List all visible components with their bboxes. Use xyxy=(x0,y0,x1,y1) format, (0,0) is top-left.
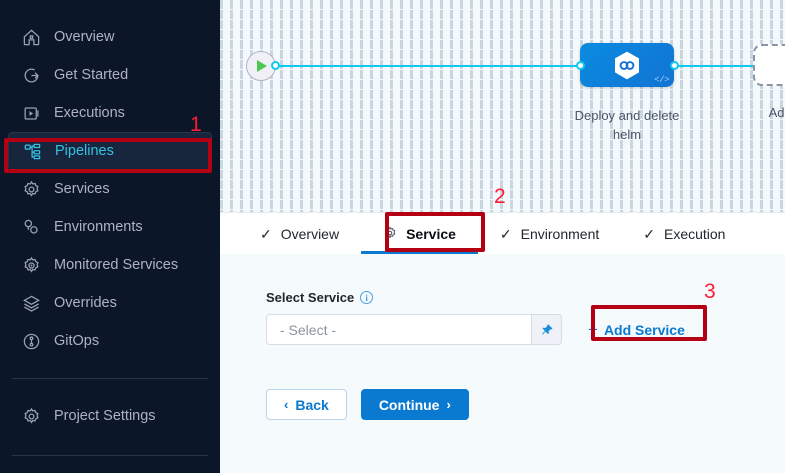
chevron-right-icon: › xyxy=(446,397,451,412)
sidebar-item-label: Pipelines xyxy=(55,143,114,159)
select-service-input[interactable]: - Select - xyxy=(267,315,531,344)
code-badge-icon: </> xyxy=(654,75,669,85)
add-service-label: Add Service xyxy=(603,321,685,338)
check-icon: ✓ xyxy=(499,225,512,242)
wire-start-to-stage xyxy=(262,65,584,67)
continue-button-label: Continue xyxy=(378,396,440,413)
sidebar-item-label: Environments xyxy=(54,219,143,235)
sidebar-item-gitops[interactable]: GitOps xyxy=(8,322,212,360)
sidebar-item-monitored-services[interactable]: Monitored Services xyxy=(8,246,212,284)
sidebar: Overview Get Started Executions xyxy=(0,0,220,473)
check-icon: ✓ xyxy=(643,225,655,242)
harness-hexagon-icon xyxy=(615,51,639,79)
sidebar-item-overview[interactable]: Overview xyxy=(8,18,212,56)
plus-icon: + xyxy=(588,320,598,339)
sidebar-item-project-settings[interactable]: Project Settings xyxy=(8,397,212,435)
sidebar-item-environments[interactable]: Environments xyxy=(8,208,212,246)
select-service-row: - Select - + Add Service xyxy=(266,314,785,345)
continue-button[interactable]: Continue › xyxy=(360,389,469,420)
pipelines-icon xyxy=(23,142,42,161)
chevron-left-icon: ‹ xyxy=(284,397,289,412)
gear-icon xyxy=(22,180,41,199)
select-service-label-row: Select Service i xyxy=(266,290,785,305)
tab-service[interactable]: Service xyxy=(361,213,478,254)
gitops-icon xyxy=(22,332,41,351)
sidebar-item-services[interactable]: Services xyxy=(8,170,212,208)
add-stage-label: Add Stage xyxy=(768,105,785,120)
pin-icon[interactable] xyxy=(531,315,561,344)
sidebar-item-pipelines[interactable]: Pipelines xyxy=(8,132,212,170)
sidebar-item-get-started[interactable]: Get Started xyxy=(8,56,212,94)
service-form-panel: Select Service i - Select - + Add Servic… xyxy=(220,254,785,473)
tab-label: Service xyxy=(406,225,456,242)
sidebar-item-label: Get Started xyxy=(54,67,129,83)
sidebar-item-label: Monitored Services xyxy=(54,257,179,273)
port-stage-in xyxy=(576,61,585,70)
sidebar-divider-bottom xyxy=(12,455,208,456)
pipeline-canvas[interactable]: </> Deploy and delete helm Add Stage xyxy=(220,0,785,212)
stage-node-deploy-and-delete-helm[interactable]: </> xyxy=(580,43,674,87)
sidebar-item-label: GitOps xyxy=(54,333,100,349)
back-button[interactable]: ‹ Back xyxy=(266,389,347,420)
rocket-start-icon xyxy=(22,66,41,85)
form-button-row: ‹ Back Continue › xyxy=(266,389,785,420)
tab-overview[interactable]: ✓ Overview xyxy=(238,213,361,254)
main-area: </> Deploy and delete helm Add Stage xyxy=(220,0,785,473)
sidebar-item-label: Executions xyxy=(54,105,125,121)
select-service-label: Select Service xyxy=(266,290,355,305)
select-service-control[interactable]: - Select - xyxy=(266,314,562,345)
port-stage-out xyxy=(670,61,679,70)
add-service-button[interactable]: + Add Service xyxy=(584,314,689,345)
play-icon xyxy=(257,60,267,72)
layers-icon xyxy=(22,294,41,313)
sidebar-item-label: Overview xyxy=(54,29,115,45)
environments-icon xyxy=(22,218,41,237)
stage-label: Deploy and delete helm xyxy=(574,108,680,142)
tab-label: Environment xyxy=(520,225,600,242)
sidebar-item-executions[interactable]: Executions xyxy=(8,94,212,132)
check-icon: ✓ xyxy=(260,225,272,242)
pipeline-flow: </> Deploy and delete helm Add Stage xyxy=(220,0,785,212)
add-stage-button[interactable] xyxy=(753,44,785,86)
tab-label: Execution xyxy=(663,225,726,242)
sidebar-item-label: Project Settings xyxy=(54,408,156,424)
sidebar-divider xyxy=(12,378,208,379)
tab-label: Overview xyxy=(280,225,340,242)
tab-execution[interactable]: ✓ Execution xyxy=(621,213,747,254)
port-start-out xyxy=(271,61,280,70)
wire-stage-to-add xyxy=(670,65,758,67)
stage-tab-bar: ✓ Overview Service ✓ Environment ✓ Execu… xyxy=(220,212,785,254)
back-button-label: Back xyxy=(295,396,329,413)
sidebar-item-label: Overrides xyxy=(54,295,117,311)
sidebar-item-overrides[interactable]: Overrides xyxy=(8,284,212,322)
gear-icon xyxy=(22,407,41,426)
sidebar-item-label: Services xyxy=(54,181,110,197)
monitored-services-icon xyxy=(22,256,41,275)
play-box-icon xyxy=(22,104,41,123)
gear-icon xyxy=(383,225,397,242)
info-icon[interactable]: i xyxy=(360,291,374,304)
home-icon xyxy=(22,28,41,47)
tab-environment[interactable]: ✓ Environment xyxy=(478,213,621,254)
